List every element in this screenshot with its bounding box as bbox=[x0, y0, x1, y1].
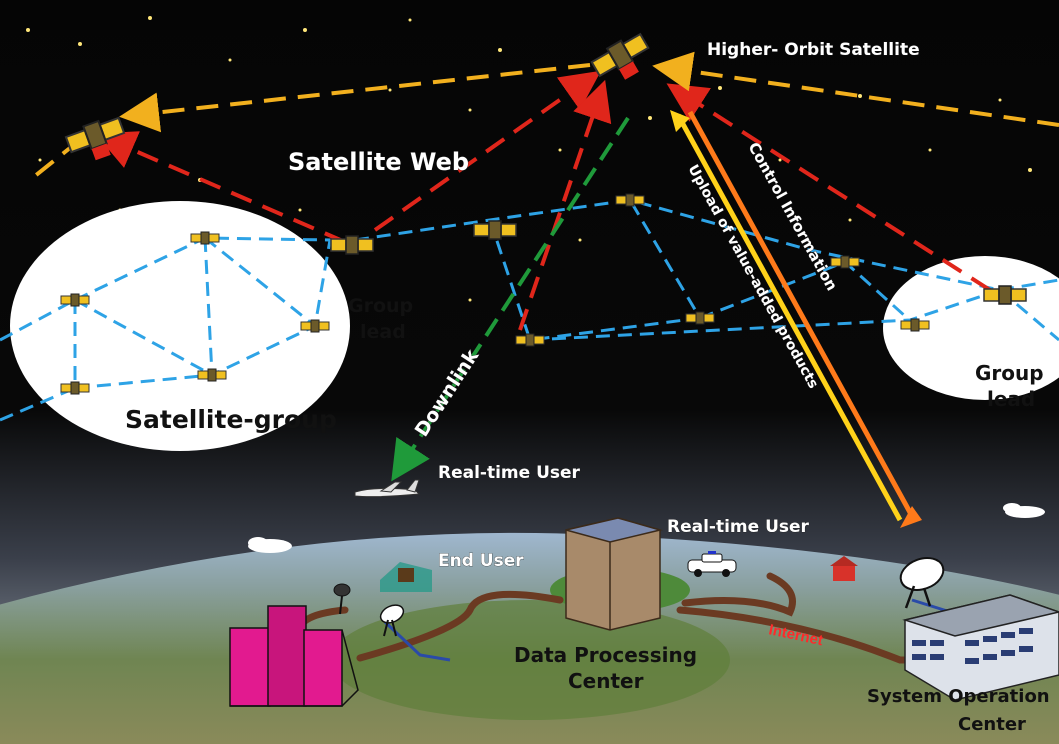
police-car-icon bbox=[687, 551, 737, 577]
satellite-icon bbox=[588, 29, 652, 81]
dish-antenna-icon bbox=[899, 557, 945, 609]
satellite-icon bbox=[900, 318, 930, 332]
satellite-icon bbox=[830, 255, 860, 269]
uplinks bbox=[95, 70, 992, 331]
label-group-lead-right-2: lead bbox=[987, 387, 1035, 411]
upload-control-arrows bbox=[670, 110, 922, 528]
label-group-lead-right-1: Group bbox=[975, 361, 1044, 385]
label-satellite-group: Satellite-group bbox=[125, 405, 337, 434]
cloud-icon bbox=[1003, 503, 1045, 518]
satellite-icon bbox=[190, 231, 220, 245]
satellite-group-ellipse-left bbox=[10, 201, 350, 451]
dish-antenna-icon bbox=[379, 604, 405, 637]
downlink-arrow bbox=[391, 116, 630, 482]
satellite-icon bbox=[197, 368, 227, 382]
label-system-operation-2: Center bbox=[958, 714, 1026, 735]
building-icon bbox=[902, 594, 1059, 701]
dish-antenna-icon bbox=[333, 583, 351, 615]
cloud-icon bbox=[248, 537, 292, 553]
end-user-icon bbox=[380, 562, 432, 592]
label-higher-orbit-satellite: Higher- Orbit Satellite bbox=[707, 40, 920, 60]
satellite-icon bbox=[515, 333, 545, 347]
label-data-processing-2: Center bbox=[568, 669, 644, 693]
label-satellite-web: Satellite Web bbox=[288, 148, 469, 176]
internet-cables bbox=[295, 572, 914, 664]
label-data-processing-1: Data Processing bbox=[514, 643, 697, 667]
satellite-icon bbox=[685, 311, 715, 325]
satellite-icon bbox=[60, 381, 90, 395]
label-realtime-user-car: Real-time User bbox=[667, 517, 810, 537]
building-icon bbox=[229, 605, 359, 707]
label-realtime-user-plane: Real-time User bbox=[438, 463, 581, 483]
satellite-icon bbox=[330, 235, 374, 255]
label-group-lead-left-1: Group bbox=[348, 295, 413, 317]
house-icon bbox=[830, 556, 858, 581]
land-mass bbox=[330, 600, 730, 720]
satellite-icon bbox=[615, 193, 645, 207]
airplane-icon bbox=[354, 479, 421, 498]
label-system-operation-1: System Operation bbox=[867, 686, 1050, 707]
building-icon bbox=[565, 517, 663, 631]
label-end-user: End User bbox=[438, 551, 524, 571]
label-group-lead-left-2: lead bbox=[360, 321, 406, 343]
satellite-icon bbox=[473, 220, 517, 240]
satellite-icon bbox=[63, 113, 127, 161]
satellite-icon bbox=[300, 319, 330, 333]
satellite-icon bbox=[983, 285, 1027, 305]
satellite-icon bbox=[60, 293, 90, 307]
